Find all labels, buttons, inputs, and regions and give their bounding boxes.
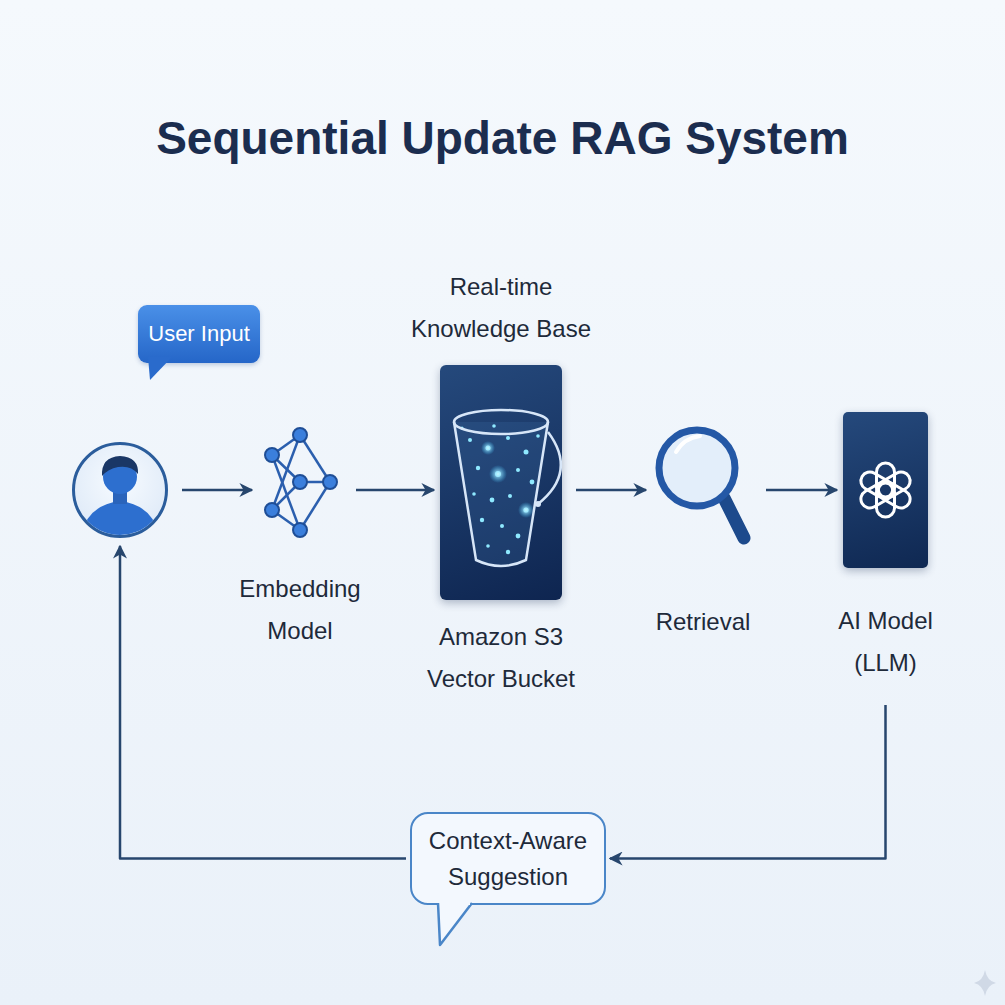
vector-bucket-box: Real-time Knowledge BaseAmazon S3 Vector… [440,365,562,600]
llm-node: AI Model (LLM) [843,412,928,702]
input-bubble: User Input [138,305,260,363]
node-label: Amazon S3 Vector Bucket [406,616,596,700]
llm-logo [858,463,914,517]
bubble-tail [438,900,472,945]
node-heading: Real-time Knowledge Base [406,266,596,350]
embedding-icon-node: Embedding Model [258,420,342,545]
node-label: AI Model (LLM) [818,600,953,684]
flow-arrow [576,489,646,492]
retrieval-icon-node: Retrieval [652,425,752,550]
bubble-tail [148,357,172,380]
flow-arrow [766,489,837,492]
neural-network-icon [265,428,337,537]
node-label: Embedding Model [225,568,375,652]
user-avatar-circle: User Input [72,442,168,538]
bubble-text: Context-Aware Suggestion [418,823,598,895]
flow-arrow [182,489,252,492]
user-avatar [80,456,160,545]
flow-arrow [120,546,406,859]
flow-arrow [356,489,434,492]
llm-square [843,412,928,568]
suggestion-bubble: Context-Aware Suggestion [410,812,606,905]
diagram-title: Sequential Update RAG System [0,108,1005,168]
flow-arrow [610,705,886,859]
magnifier-icon [659,430,744,538]
bucket-icon [454,410,561,566]
node-label: Retrieval [633,601,773,643]
sparkle-mark [974,970,996,996]
